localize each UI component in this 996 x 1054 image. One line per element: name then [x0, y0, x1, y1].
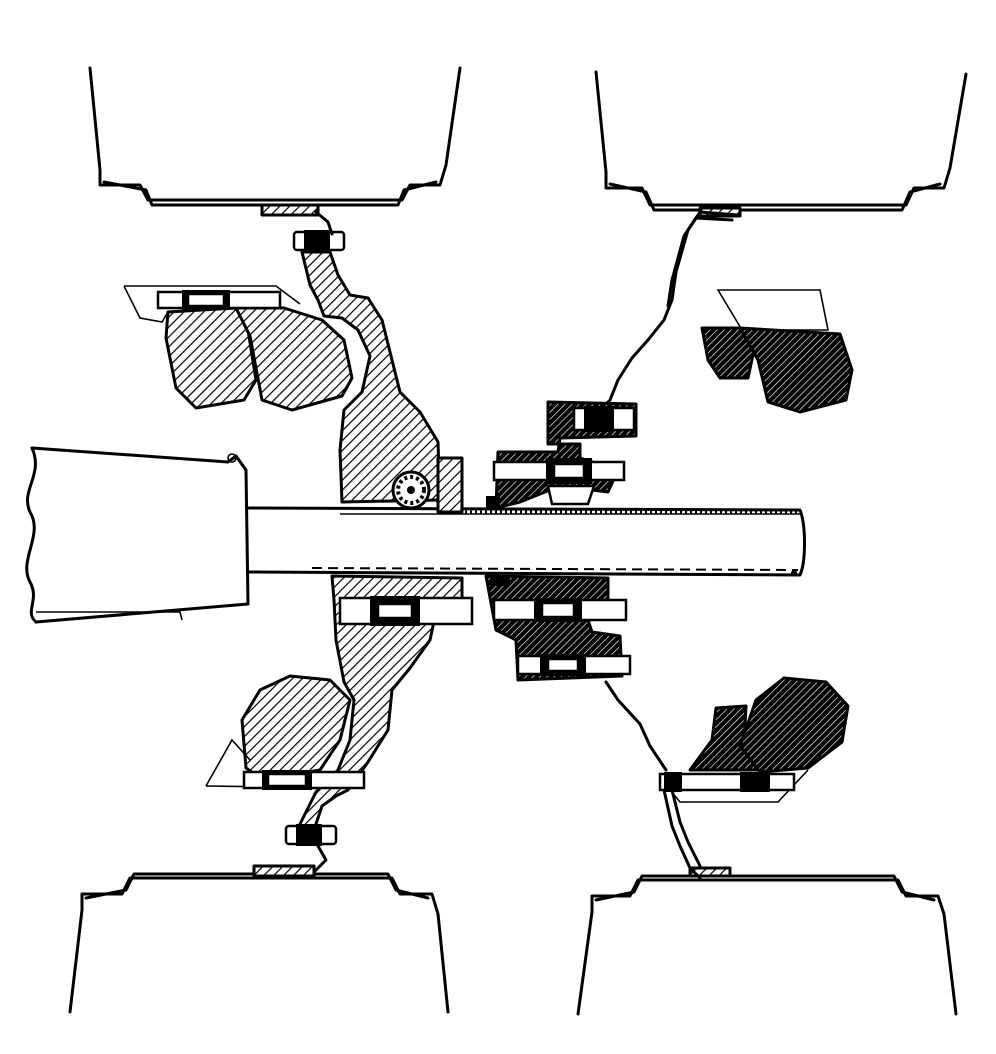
tire-bottom-left: [68, 872, 450, 1014]
tire-top-right: [594, 70, 968, 212]
axle-housing: [25, 446, 250, 624]
rim-pad-bottom-right: [688, 866, 732, 878]
seal-ring-upper: [486, 496, 500, 508]
left-hub-upper: [123, 210, 442, 504]
rim-pad-top-left: [260, 203, 320, 217]
tire-bottom-right: [576, 874, 958, 1016]
seal-ring-lower: [490, 576, 510, 586]
right-hub-upper: [492, 210, 854, 510]
left-hub-lower: [205, 574, 474, 874]
rim-pad-bottom-left: [252, 864, 316, 878]
spindle-gear: [391, 456, 464, 514]
axle-shaft: [246, 506, 806, 577]
tire-top-left: [88, 66, 462, 207]
right-hub-lower: [484, 574, 850, 880]
